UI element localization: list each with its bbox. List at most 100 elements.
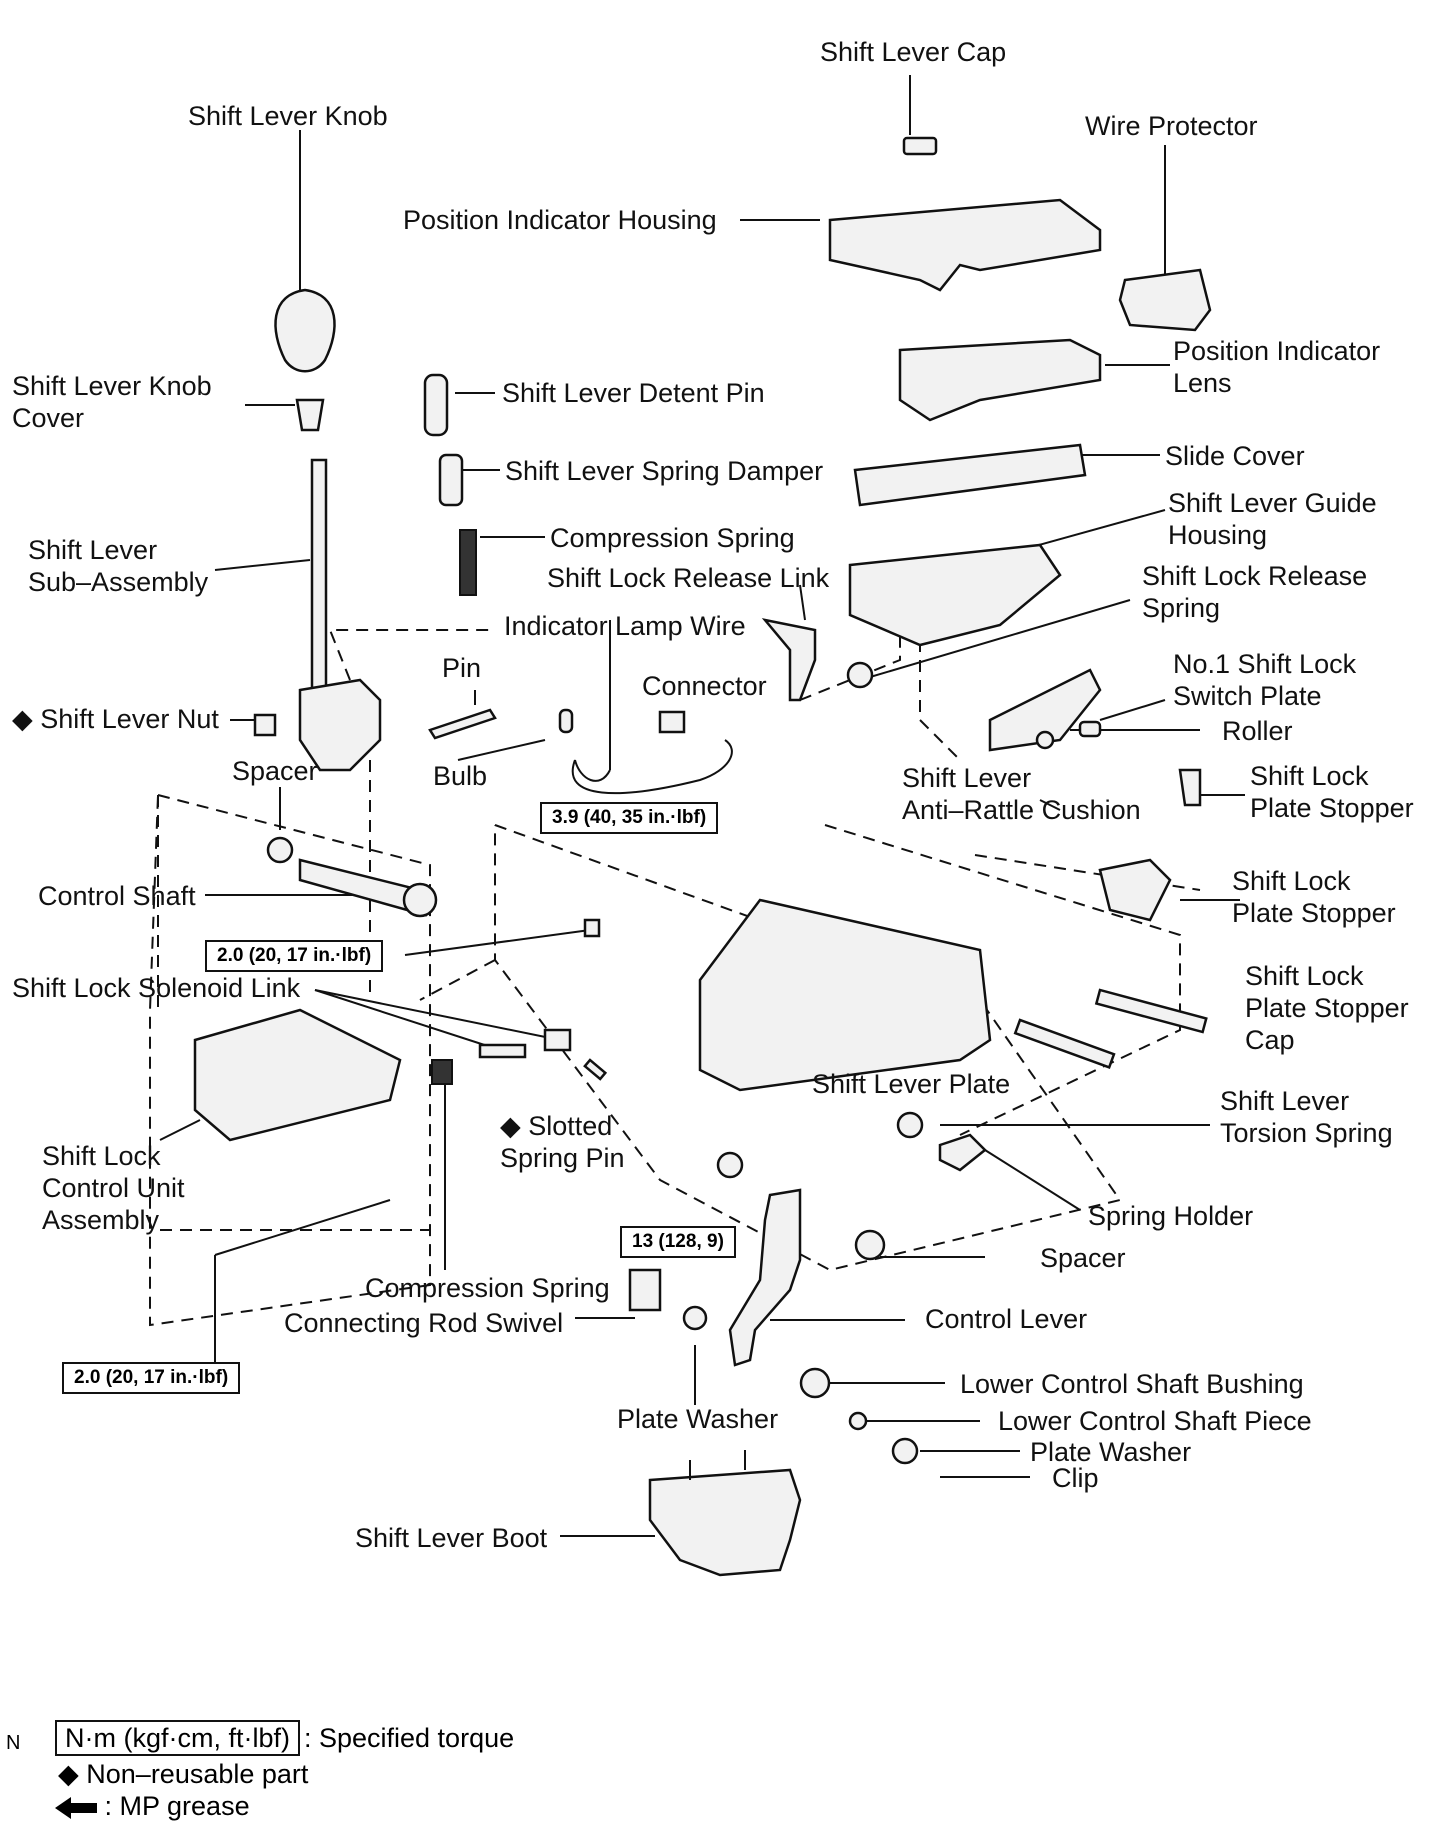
label-control-lever: Control Lever [925,1304,1088,1334]
pin-shape [428,708,497,740]
solenoid-link-end-shape [543,1028,572,1052]
torsion-spring-shape [896,1111,924,1139]
shaft-piece-shape [848,1411,868,1431]
release-link-shape [761,618,817,702]
roller-shape [1078,720,1102,738]
spacer-top-shape [266,836,294,864]
label-no1-shift-lock-switch-plate: No.1 Shift Lock Switch Plate [1173,649,1357,711]
label-shift-lever-knob-cover: Shift Lever Knob Cover [12,371,212,433]
anti-rattle-cushion-shape [1035,730,1055,750]
switch-plate-shape [988,668,1102,752]
label-spring-holder: Spring Holder [1088,1201,1254,1231]
label-slotted-spring-pin: ◆ Slotted Spring Pin [500,1111,625,1173]
shift-lever-cap-shape [902,136,938,156]
parts [193,136,1212,1577]
label-shift-lock-plate-stopper-1: Shift Lock Plate Stopper [1250,761,1414,823]
plate-stopper-lower-shape [1098,858,1172,922]
label-shift-lever-boot: Shift Lever Boot [355,1523,548,1553]
control-unit-shape [193,1008,402,1142]
label-bulb: Bulb [433,761,488,791]
label-slide-cover: Slide Cover [1165,441,1305,471]
label-plate-washer-left: Plate Washer [617,1404,779,1434]
label-shift-lever-anti-rattle-cushion: Shift Lever Anti–Rattle Cushion [902,763,1141,825]
release-spring-shape [846,661,874,689]
plate-stopper-cap-shape [1094,988,1208,1034]
label-spacer-top: Spacer [232,756,318,786]
knob-cover-shape [295,398,325,432]
guide-housing-shape [848,543,1062,647]
torque-spec-2: 2.0 (20, 17 in.·lbf) [205,940,384,972]
shift-lever-nut-shape [253,713,277,737]
label-shift-lever-cap: Shift Lever Cap [820,37,1007,67]
label-shift-lock-plate-stopper-cap: Shift Lock Plate Stopper Cap [1245,961,1409,1055]
shift-lever-base-shape [298,678,382,772]
legend-torque-text: : Specified torque [303,1723,515,1753]
control-lever-shape [728,1188,802,1367]
label-connector: Connector [642,671,767,701]
plate-stopper-upper-shape [1178,768,1202,807]
spacer-bottom-shape [854,1229,886,1261]
connecting-rod-swivel-shape [628,1268,662,1312]
label-shift-lever-sub-assembly: Shift Lever Sub–Assembly [28,535,209,597]
torque-spec-1: 3.9 (40, 35 in.·lbf) [540,802,719,834]
label-compression-spring-bottom: Compression Spring [365,1273,610,1303]
label-shift-lever-knob: Shift Lever Knob [188,101,388,131]
label-shift-lever-torsion-spring: Shift Lever Torsion Spring [1220,1086,1393,1148]
label-shift-lock-plate-stopper-2: Shift Lock Plate Stopper [1232,866,1396,928]
spring-holder-shape [938,1133,987,1172]
connector-shape [658,710,686,734]
solenoid-link-shape [478,1043,527,1059]
label-control-shaft: Control Shaft [38,881,196,911]
legend-torque: N·m (kgf·cm, ft·lbf): Specified torque [55,1720,514,1756]
torque-spec-3: 13 (128, 9) [620,1226,736,1258]
plate-washer-right-shape [891,1437,919,1465]
label-clip: Clip [1052,1463,1099,1493]
torque-spec-4: 2.0 (20, 17 in.·lbf) [62,1362,241,1394]
label-shift-lock-release-spring: Shift Lock Release Spring [1142,561,1368,623]
label-spacer-bottom: Spacer [1040,1243,1126,1273]
label-lower-control-shaft-bushing: Lower Control Shaft Bushing [960,1369,1304,1399]
label-shift-lock-solenoid-link: Shift Lock Solenoid Link [12,973,301,1003]
label-pin: Pin [442,653,482,683]
spring-damper-shape [438,453,464,507]
label-indicator-lamp-wire: Indicator Lamp Wire [504,611,746,641]
label-shift-lever-nut: ◆ Shift Lever Nut [12,704,219,734]
label-lower-control-shaft-piece: Lower Control Shaft Piece [998,1406,1312,1436]
label-roller: Roller [1222,716,1293,746]
label-plate-washer-right: Plate Washer [1030,1437,1192,1467]
label-shift-lever-plate: Shift Lever Plate [812,1069,1011,1099]
slotted-pin-shape [583,1058,608,1081]
label-wire-protector: Wire Protector [1085,111,1258,141]
label-shift-lock-control-unit-assembly: Shift Lock Control Unit Assembly [42,1141,185,1235]
label-shift-lever-spring-damper: Shift Lever Spring Damper [505,456,824,486]
bushing-shape [799,1367,831,1399]
compression-spring-top-shape [459,529,477,596]
plate-bolt-shape [1013,1018,1116,1069]
shift-lever-plate-shape [698,898,992,1092]
label-shift-lock-release-link: Shift Lock Release Link [547,563,830,593]
torque-nut-13-shape [716,1151,744,1179]
slide-cover-shape [853,443,1087,507]
indicator-lamp-wire-shape [571,739,733,795]
compression-spring-bottom-shape [431,1059,453,1085]
position-indicator-housing-shape [828,198,1102,292]
legend-prefix: N [6,1732,21,1754]
position-indicator-lens-shape [898,338,1102,422]
control-shaft-end-shape [402,882,438,918]
shift-lever-rod-shape [310,458,328,692]
label-position-indicator-lens: Position Indicator Lens [1173,336,1381,398]
label-shift-lever-guide-housing: Shift Lever Guide Housing [1168,488,1377,550]
bulb-shape [558,708,574,734]
label-position-indicator-housing: Position Indicator Housing [403,205,717,235]
shift-lever-knob-shape [274,288,336,373]
legend-grease-text: : MP grease [104,1791,250,1821]
wire-protector-shape [1118,268,1212,332]
legend-torque-box: N·m (kgf·cm, ft·lbf) [55,1720,300,1756]
label-connecting-rod-swivel: Connecting Rod Swivel [284,1308,564,1338]
torque-bolt-1-shape [583,918,601,938]
shift-lever-boot-shape [648,1468,802,1577]
plate-washer-left-shape [682,1305,708,1331]
grease-arrow-icon [55,1796,97,1819]
label-shift-lever-detent-pin: Shift Lever Detent Pin [502,378,765,408]
